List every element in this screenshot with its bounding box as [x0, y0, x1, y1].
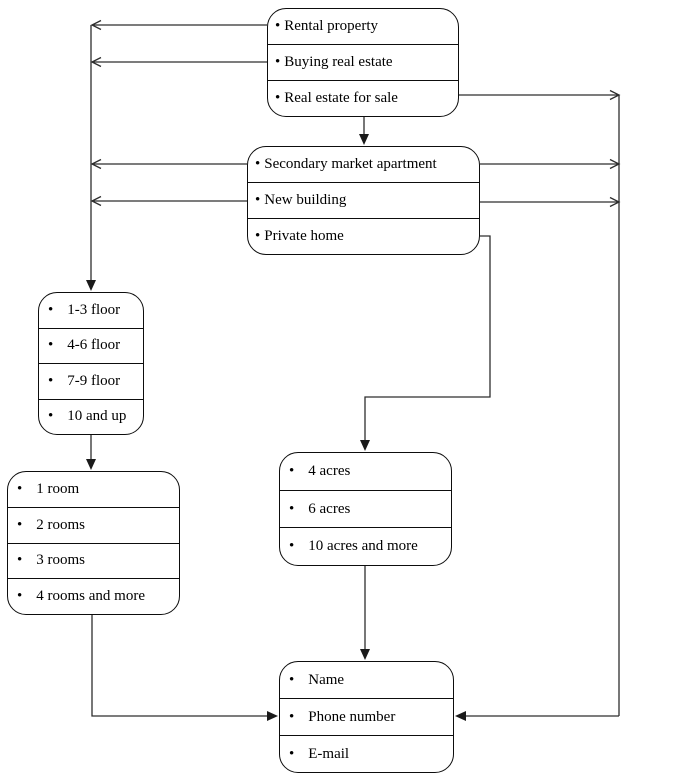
list-item-label: Buying real estate	[284, 54, 393, 70]
bullet-icon: •	[289, 538, 295, 555]
arrowhead-down-into-floors-icon	[86, 280, 96, 291]
list-item-label: 7-9 floor	[67, 372, 121, 389]
list-item-label: Secondary market apartment	[264, 156, 437, 172]
bullet-icon: •	[289, 500, 295, 517]
list-item-phone-number: • Phone number	[280, 698, 453, 735]
list-item-rental-property: • Rental property	[268, 9, 458, 44]
list-item-private-home: • Private home	[248, 218, 479, 254]
list-item-floor-1-3: • 1-3 floor	[39, 293, 143, 328]
list-item-2-rooms: • 2 rooms	[8, 506, 179, 543]
arrowhead-right-into-contact-icon	[267, 711, 278, 721]
bullet-icon: •	[275, 54, 281, 70]
bullet-icon: •	[17, 516, 23, 533]
bullet-icon: •	[48, 408, 54, 425]
list-item-label: E-mail	[308, 745, 350, 762]
list-item-name: • Name	[280, 662, 453, 698]
list-item-floor-4-6: • 4-6 floor	[39, 327, 143, 364]
list-item-floor-7-9: • 7-9 floor	[39, 363, 143, 399]
bullet-icon: •	[17, 588, 23, 605]
bullet-icon: •	[17, 480, 23, 497]
list-item-label: 4-6 floor	[67, 337, 121, 354]
list-item-new-building: • New building	[248, 182, 479, 218]
bullet-icon: •	[48, 337, 54, 354]
bullet-icon: •	[17, 552, 23, 569]
arrowhead-down-into-acres-icon	[360, 440, 370, 451]
list-item-label: 10 and up	[67, 408, 127, 425]
list-item-6-acres: • 6 acres	[280, 489, 451, 528]
contact-box: • Name • Phone number • E-mail	[279, 661, 454, 773]
arrowhead-left-into-contact-icon	[455, 711, 466, 721]
rooms-box: • 1 room • 2 rooms • 3 rooms • 4 rooms a…	[7, 471, 180, 615]
arrowhead-right-forsale-icon	[609, 89, 621, 101]
list-item-label: 1-3 floor	[67, 301, 121, 318]
list-item-label: 4 rooms and more	[36, 588, 145, 605]
list-item-label: 4 acres	[308, 462, 351, 479]
list-item-floor-10-up: • 10 and up	[39, 398, 143, 435]
arrowhead-down-into-rooms-icon	[86, 459, 96, 470]
bullet-icon: •	[255, 192, 261, 208]
arrowhead-left-buying-icon	[90, 56, 102, 68]
arrowhead-left-rental-icon	[90, 19, 102, 31]
bullet-icon: •	[289, 671, 295, 688]
bullet-icon: •	[48, 372, 54, 389]
list-item-10-acres-and-more: • 10 acres and more	[280, 527, 451, 565]
list-item-1-room: • 1 room	[8, 472, 179, 507]
list-item-4-rooms-and-more: • 4 rooms and more	[8, 578, 179, 614]
list-item-secondary-market-apartment: • Secondary market apartment	[248, 147, 479, 182]
bullet-icon: •	[48, 301, 54, 318]
bullet-icon: •	[255, 228, 261, 244]
list-item-label: Rental property	[284, 18, 378, 34]
list-item-real-estate-for-sale: • Real estate for sale	[268, 80, 458, 116]
bullet-icon: •	[255, 156, 261, 172]
arrowhead-down-into-contact-icon	[360, 649, 370, 660]
list-item-label: New building	[264, 192, 347, 208]
list-item-label: Phone number	[308, 708, 396, 725]
bullet-icon: •	[289, 462, 295, 479]
arrowhead-right-newbuilding-icon	[609, 196, 621, 208]
list-item-label: 10 acres and more	[308, 538, 418, 555]
land-size-box: • 4 acres • 6 acres • 10 acres and more	[279, 452, 452, 566]
bullet-icon: •	[289, 708, 295, 725]
market-type-box: • Secondary market apartment • New build…	[247, 146, 480, 255]
connector-privatehome-to-acres	[364, 235, 491, 442]
bullet-icon: •	[275, 18, 281, 34]
arrowhead-left-secondary-icon	[90, 158, 102, 170]
list-item-4-acres: • 4 acres	[280, 453, 451, 490]
property-type-box: • Rental property • Buying real estate •…	[267, 8, 459, 117]
list-item-label: Name	[308, 671, 345, 688]
list-item-label: 2 rooms	[36, 516, 86, 533]
list-item-label: 6 acres	[308, 500, 351, 517]
floors-box: • 1-3 floor • 4-6 floor • 7-9 floor • 10…	[38, 292, 144, 435]
list-item-label: Real estate for sale	[284, 90, 398, 106]
list-item-label: 1 room	[36, 480, 80, 497]
arrowhead-left-newbuilding-icon	[90, 195, 102, 207]
bullet-icon: •	[275, 90, 281, 106]
list-item-buying-real-estate: • Buying real estate	[268, 44, 458, 80]
list-item-label: 3 rooms	[36, 552, 86, 569]
list-item-email: • E-mail	[280, 735, 453, 772]
arrowhead-down-into-market-icon	[359, 134, 369, 145]
list-item-3-rooms: • 3 rooms	[8, 542, 179, 579]
bullet-icon: •	[289, 745, 295, 762]
connector-rooms-to-contact	[91, 615, 268, 717]
arrowhead-right-secondary-icon	[609, 158, 621, 170]
list-item-label: Private home	[264, 228, 344, 244]
